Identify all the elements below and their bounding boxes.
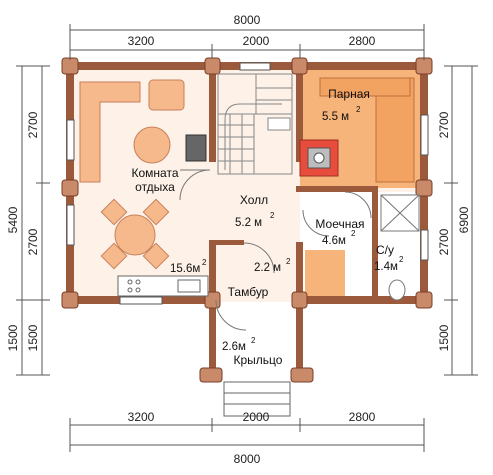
dining-set bbox=[100, 198, 170, 270]
fireplace bbox=[185, 134, 207, 162]
dim-left-outer: 5400 bbox=[6, 206, 20, 233]
windows bbox=[66, 62, 429, 305]
hall-area: 5.2 м bbox=[235, 217, 262, 229]
toilet bbox=[388, 279, 406, 301]
dim-top-middle: 2000 bbox=[243, 34, 270, 48]
dim-bottom-right: 2800 bbox=[349, 410, 376, 424]
sauna-name: Парная bbox=[328, 87, 370, 101]
washroom-name: Моечная bbox=[315, 217, 364, 231]
washroom-area: 4.6м bbox=[322, 235, 346, 247]
porch-area: 2.6м bbox=[222, 341, 246, 353]
dim-left-upper: 2700 bbox=[26, 111, 40, 138]
dim-right-porch: 1500 bbox=[437, 324, 451, 351]
dim-bottom-total: 8000 bbox=[234, 452, 261, 466]
lounge-area-sup: 2 bbox=[202, 258, 207, 267]
vestibule-area-sup: 2 bbox=[286, 257, 291, 266]
porch-floor bbox=[213, 305, 300, 375]
porch-steps bbox=[223, 381, 291, 417]
log-ends bbox=[61, 57, 433, 383]
dim-right-lower: 2700 bbox=[437, 228, 451, 255]
dim-left-lower: 2700 bbox=[26, 228, 40, 255]
wc-area: 1.4м bbox=[374, 261, 398, 273]
coffee-table bbox=[133, 126, 171, 164]
dimension-lines bbox=[16, 24, 478, 452]
shower bbox=[380, 194, 420, 232]
sofa bbox=[79, 79, 185, 183]
stove-icon bbox=[127, 279, 201, 293]
kitchen-counter bbox=[117, 275, 209, 297]
stairs bbox=[217, 73, 293, 175]
hall-area-sup: 2 bbox=[270, 211, 275, 220]
sauna-bench-top bbox=[319, 77, 411, 97]
vestibule-area: 2.2 м bbox=[254, 262, 281, 274]
wc-name: С/у bbox=[376, 243, 394, 257]
dim-left-porch-inner: 1500 bbox=[26, 324, 40, 351]
dim-top-total: 8000 bbox=[234, 13, 261, 27]
stair-landing bbox=[267, 117, 291, 131]
dim-bottom-left: 3200 bbox=[128, 410, 155, 424]
sauna-area-sup: 2 bbox=[356, 105, 361, 114]
hatch-floor bbox=[305, 250, 345, 298]
dim-left-porch-outer: 1500 bbox=[6, 324, 20, 351]
lounge-name-line1: Комната bbox=[132, 166, 179, 180]
lounge-area: 15.6м bbox=[170, 263, 200, 275]
vestibule-floor bbox=[213, 244, 300, 300]
doors bbox=[179, 169, 372, 331]
dim-top-right: 2800 bbox=[349, 34, 376, 48]
lounge-name-line2: отдыха bbox=[135, 180, 175, 194]
hall-name: Холл bbox=[240, 193, 268, 207]
dim-right-upper: 2700 bbox=[437, 111, 451, 138]
dim-right-outer: 6900 bbox=[457, 206, 471, 233]
vestibule-name: Тамбур bbox=[228, 285, 269, 299]
dim-bottom-middle: 2000 bbox=[243, 410, 270, 424]
wc-area-sup: 2 bbox=[399, 255, 404, 264]
sauna-stove bbox=[299, 139, 339, 177]
porch-name: Крыльцо bbox=[234, 353, 283, 367]
porch-area-sup: 2 bbox=[251, 336, 256, 345]
dim-top-left: 3200 bbox=[128, 34, 155, 48]
washroom-area-sup: 2 bbox=[351, 229, 356, 238]
sauna-area: 5.5 м bbox=[322, 111, 349, 123]
